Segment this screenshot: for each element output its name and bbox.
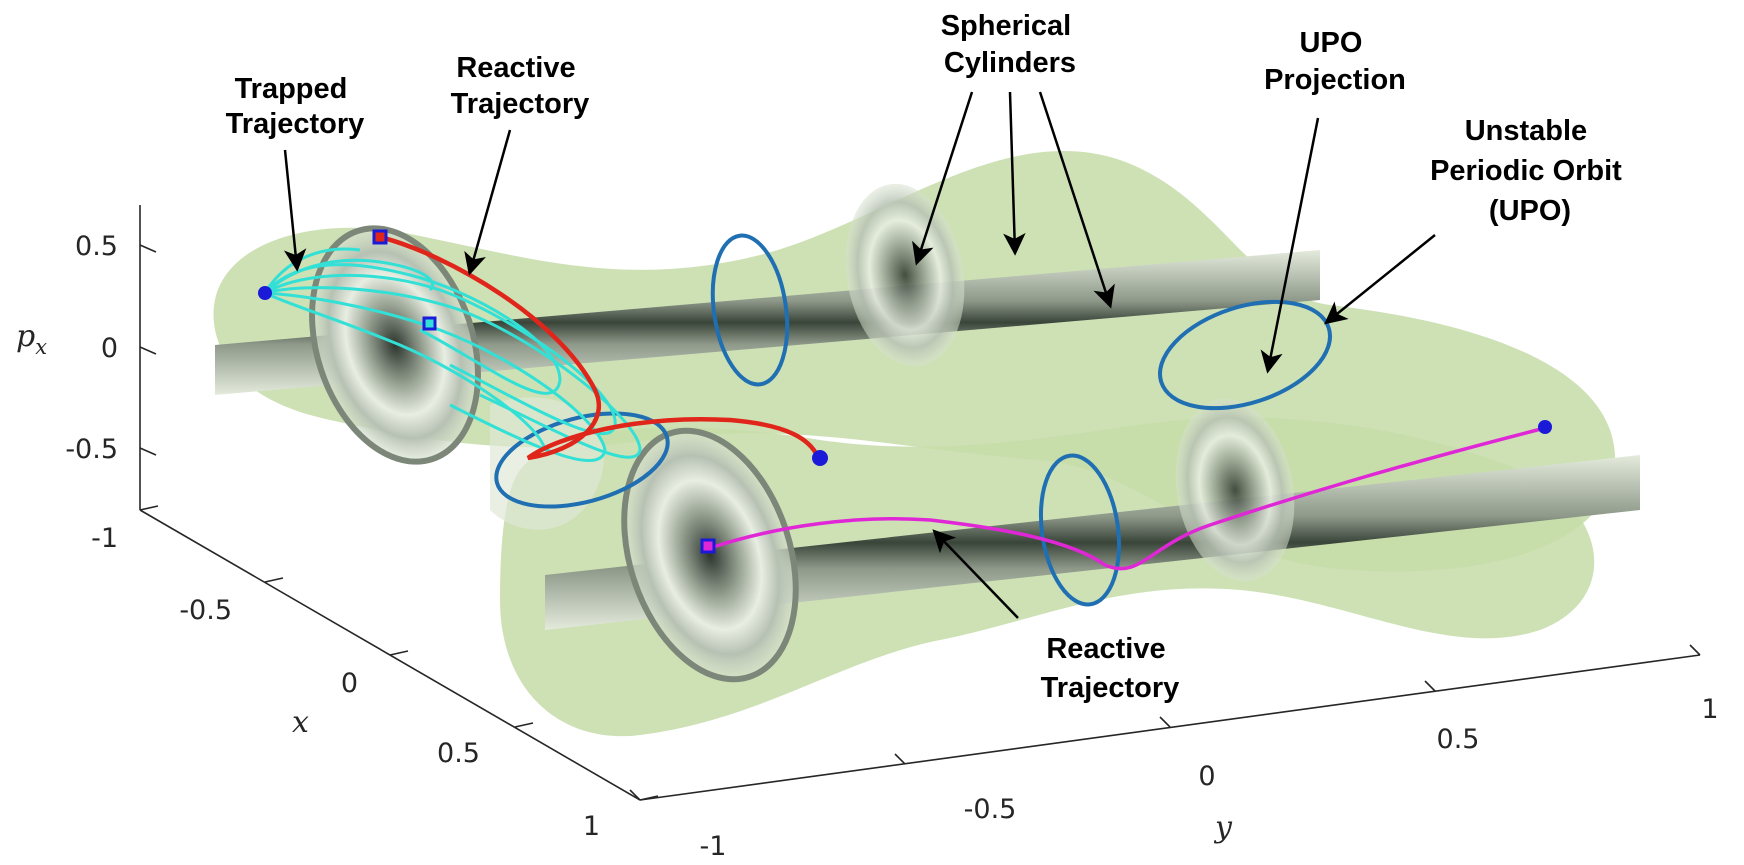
annotation-labels: Trapped Trajectory Reactive Trajectory S… xyxy=(226,10,1630,704)
marker-magenta-end xyxy=(1538,420,1552,434)
bottleneck-surface xyxy=(490,397,604,530)
x-tick-label: 1 xyxy=(583,811,600,842)
reactive-trajectory-magenta xyxy=(709,426,1546,571)
y-tick-label: 0.5 xyxy=(1437,724,1480,755)
x-tick-label: 0 xyxy=(341,668,358,699)
label-reactive-trajectory-bottom: Reactive Trajectory xyxy=(1041,633,1180,704)
y-tick-label: -0.5 xyxy=(964,794,1017,825)
unstable-periodic-orbits xyxy=(494,233,1332,607)
x-tick-label: -1 xyxy=(91,523,118,554)
spherical-cylinder-discs xyxy=(309,183,1295,683)
disc-upper-middle xyxy=(845,183,965,367)
x-tick-labels: -1 -0.5 0 0.5 1 xyxy=(91,523,600,842)
x-tick-label: -0.5 xyxy=(179,595,232,626)
upo-upper-left xyxy=(710,233,790,387)
label-upo: Unstable Periodic Orbit (UPO) xyxy=(1430,115,1630,227)
axes-frame xyxy=(139,205,1701,801)
label-spherical-cylinders: Spherical Cylinders xyxy=(941,10,1080,79)
px-tick-label: 0.5 xyxy=(75,231,118,262)
y-tick-label: 0 xyxy=(1198,761,1215,792)
label-trapped-trajectory: Trapped Trajectory xyxy=(226,73,365,140)
px-tick-label: 0 xyxy=(101,333,118,364)
px-axis-label: px xyxy=(16,319,47,359)
disc-lower-right xyxy=(1175,398,1295,582)
trajectory-markers xyxy=(258,229,1552,554)
tube-upper xyxy=(215,250,1320,395)
axis-labels: px x y xyxy=(16,319,1233,845)
label-reactive-trajectory-top: Reactive Trajectory xyxy=(451,52,590,120)
marker-red-end xyxy=(812,450,828,466)
marker-magenta-start xyxy=(700,538,716,554)
x-tick-label: 0.5 xyxy=(437,738,480,769)
disc-upper-left xyxy=(309,225,481,465)
y-axis-label: y xyxy=(1213,810,1233,845)
y-tick-label: 1 xyxy=(1701,694,1718,725)
label-upo-projection: UPO Projection xyxy=(1264,27,1406,96)
y-tick-label: -1 xyxy=(700,831,727,862)
marker-trapped-end xyxy=(422,316,437,331)
px-tick-label: -0.5 xyxy=(65,434,118,465)
reactive-trajectory-red xyxy=(379,234,821,461)
tube-lower xyxy=(545,455,1640,630)
marker-red-start xyxy=(372,229,388,245)
px-tick-labels: 0.5 0 -0.5 xyxy=(65,231,118,465)
upo-right xyxy=(1158,299,1332,411)
annotation-arrows xyxy=(283,91,1436,619)
x-axis-label: x xyxy=(292,705,309,740)
upo-lower-middle xyxy=(1038,453,1122,607)
marker-trapped-start xyxy=(258,286,272,300)
y-tick-labels: -1 -0.5 0 0.5 1 xyxy=(700,694,1719,862)
upo-lower-left xyxy=(494,411,670,509)
tube-bands xyxy=(215,250,1640,630)
